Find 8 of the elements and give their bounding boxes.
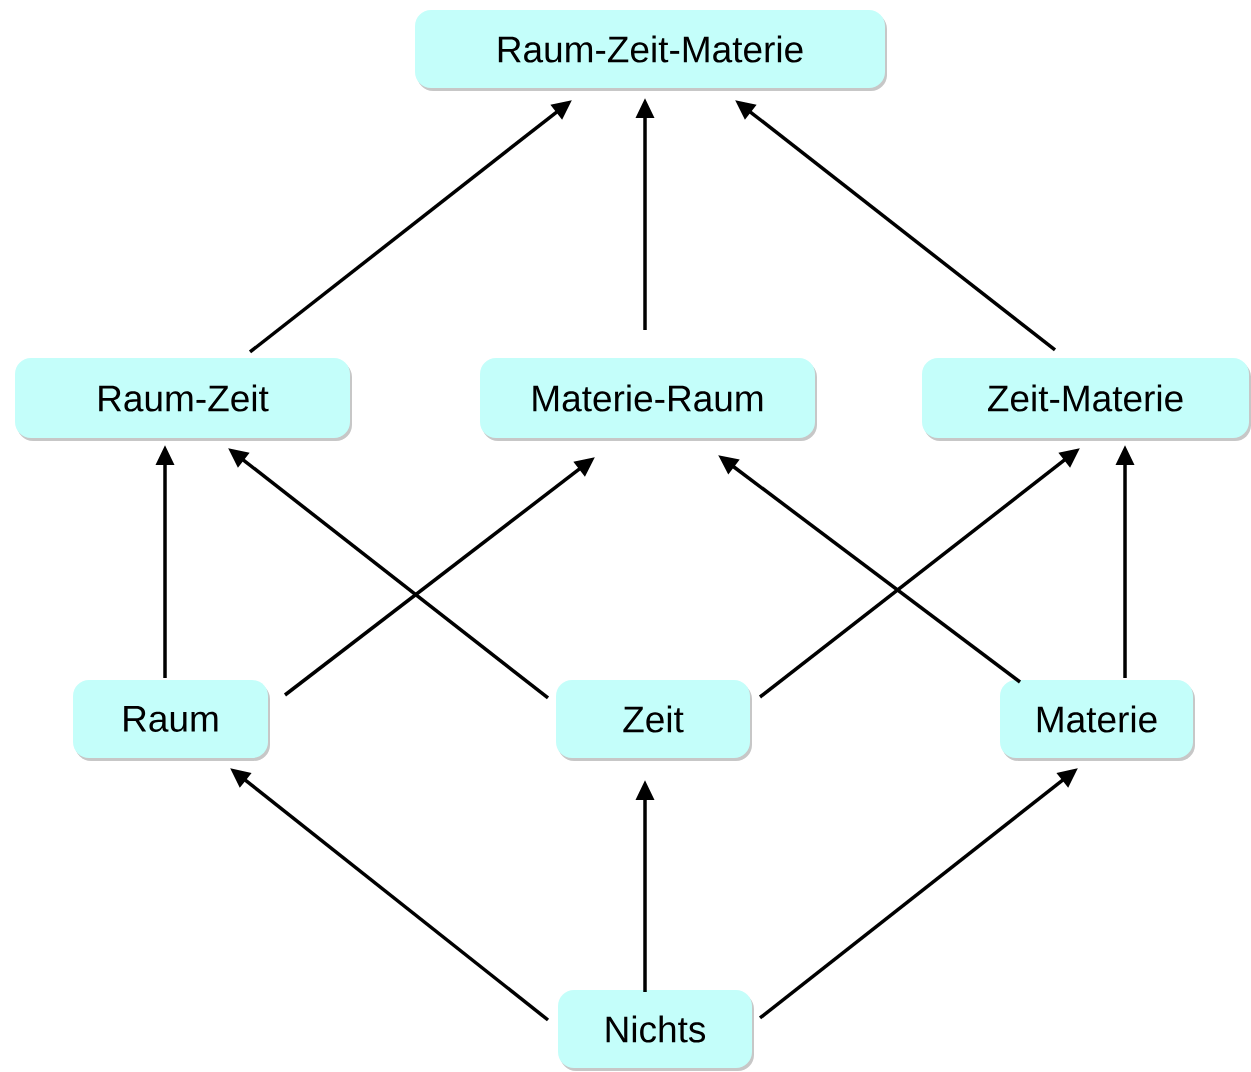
concept-box: Materie-Raum: [480, 358, 817, 441]
concept-box: Raum-Zeit: [15, 358, 352, 441]
concept-box: Nichts: [558, 990, 754, 1071]
concept-box: Raum-Zeit-Materie: [415, 10, 887, 91]
concept-box: Raum: [73, 680, 270, 761]
concept-box: Zeit: [556, 680, 752, 761]
concept-box: Zeit-Materie: [922, 358, 1251, 441]
concept-box: Materie: [1000, 680, 1195, 761]
